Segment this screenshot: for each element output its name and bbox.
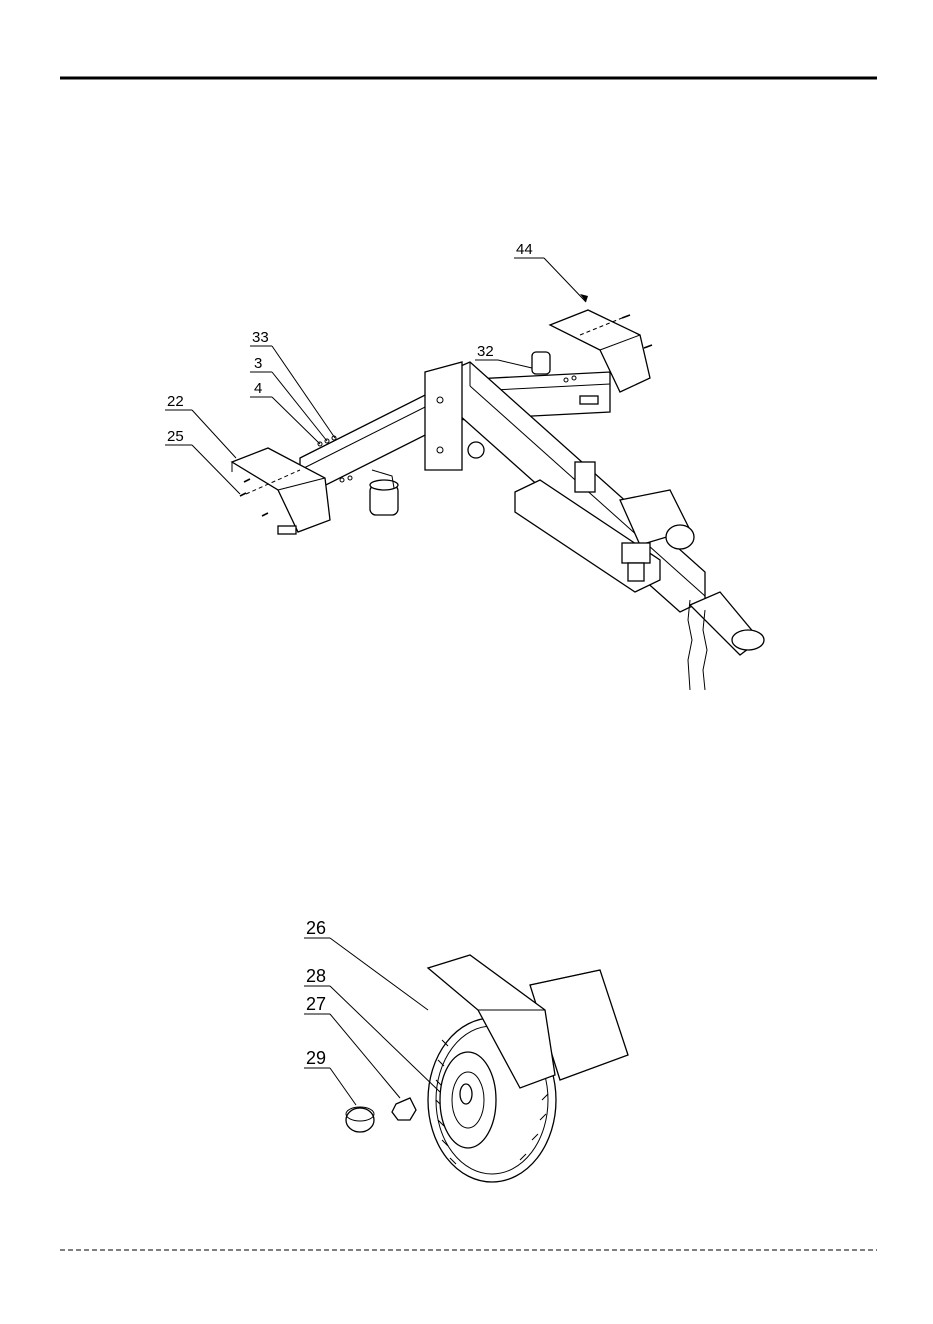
- callout-33: 33: [250, 329, 335, 438]
- callout-44: 44: [514, 241, 588, 302]
- label-25: 25: [167, 428, 184, 445]
- label-32: 32: [477, 343, 494, 360]
- label-4: 4: [254, 380, 262, 397]
- callout-29: 29: [304, 1048, 356, 1105]
- callout-4: 4: [250, 380, 320, 444]
- label-28: 28: [306, 966, 326, 986]
- label-29: 29: [306, 1048, 326, 1068]
- callout-28: 28: [304, 966, 440, 1092]
- axle-frame-assembly: [232, 310, 764, 690]
- label-33: 33: [252, 329, 269, 346]
- wheel-assembly: [346, 955, 628, 1182]
- callout-32: 32: [475, 343, 532, 368]
- callout-25: 25: [165, 428, 240, 494]
- label-27: 27: [306, 994, 326, 1014]
- label-26: 26: [306, 918, 326, 938]
- callout-27: 27: [304, 994, 400, 1098]
- label-22: 22: [167, 393, 184, 410]
- callout-3: 3: [250, 355, 327, 441]
- callout-22: 22: [165, 393, 236, 458]
- label-44: 44: [516, 241, 533, 258]
- label-3: 3: [254, 355, 262, 372]
